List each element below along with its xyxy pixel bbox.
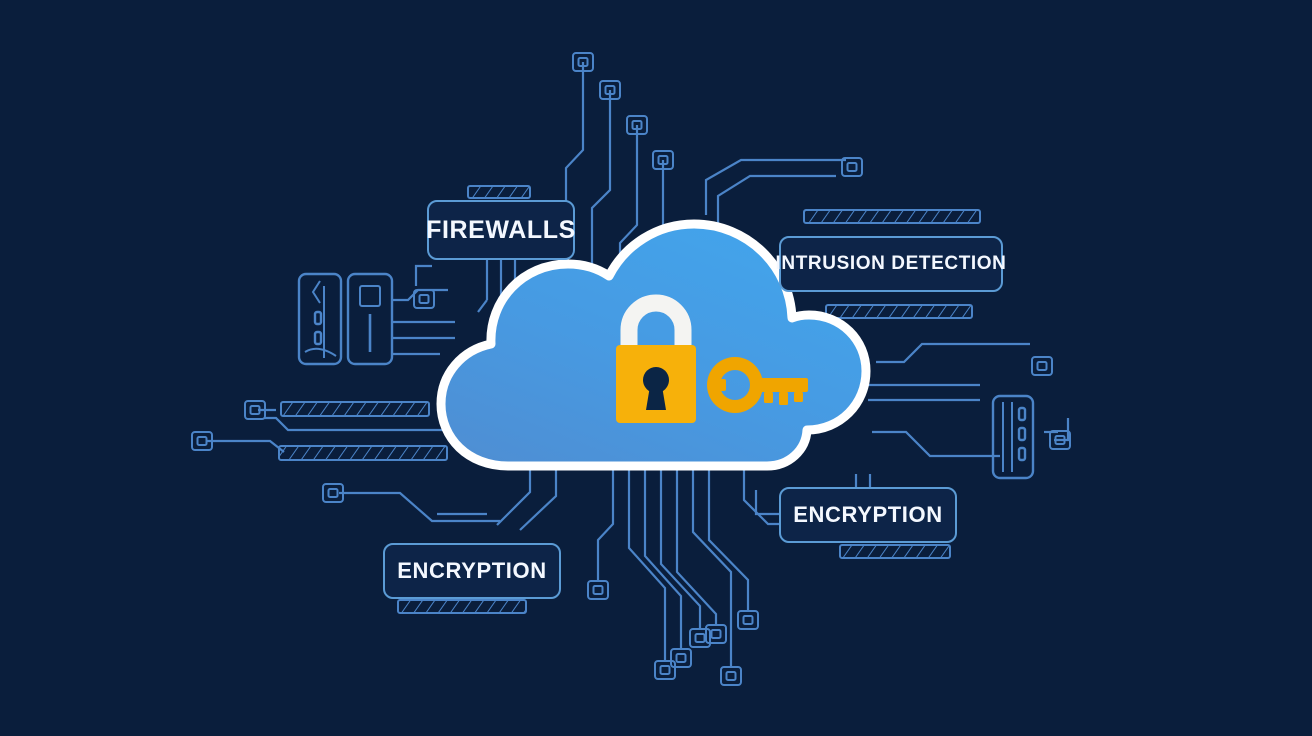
label-box-firewalls[interactable]: FIREWALLS (426, 200, 576, 260)
label-text-encryption-left: ENCRYPTION (397, 558, 547, 583)
label-box-intrusion-detection[interactable]: INTRUSION DETECTION (776, 236, 1006, 292)
ribbon-cable-firewalls-top (467, 185, 531, 199)
circuit-traces-lower-left (339, 470, 558, 531)
ribbon-cable-left-upper (280, 401, 430, 417)
ribbon-cable-intrusion-bottom (825, 304, 973, 319)
circuit-traces-left-ribbon (206, 408, 447, 453)
ribbon-cable-bottom-left (397, 599, 527, 614)
key-icon (707, 357, 808, 413)
label-text-intrusion-detection: INTRUSION DETECTION (775, 253, 1007, 274)
chip-module-right (991, 394, 1035, 480)
cloud-with-padlock-group (436, 219, 871, 471)
padlock-shackle (620, 294, 692, 348)
label-box-encryption-left[interactable]: ENCRYPTION (383, 543, 561, 599)
chip-module-left-b (346, 272, 394, 366)
ribbon-cable-intrusion-top (803, 209, 981, 224)
ribbon-cable-encryption-right (839, 544, 951, 559)
padlock-keyhole (643, 367, 669, 410)
label-box-encryption-right[interactable]: ENCRYPTION (779, 487, 957, 543)
label-text-firewalls: FIREWALLS (426, 215, 576, 244)
circuit-traces-bottom-fan (596, 470, 750, 668)
ribbon-cable-left-lower (278, 445, 448, 461)
circuit-traces-right (868, 342, 1070, 458)
chip-module-left-a (297, 272, 343, 366)
encryption-right-connectors (742, 470, 872, 526)
label-text-encryption-right: ENCRYPTION (793, 502, 943, 527)
